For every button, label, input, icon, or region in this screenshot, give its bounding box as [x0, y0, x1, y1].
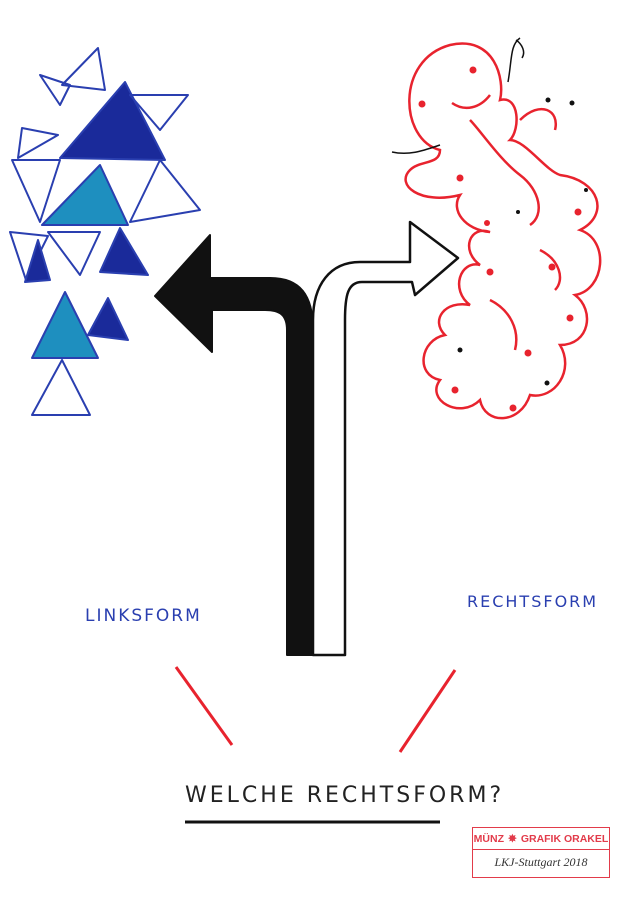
triangle-cluster — [9, 47, 201, 416]
blob-black-dots — [457, 97, 588, 386]
blob-dots — [418, 66, 582, 412]
stamp-brand-right: GRAFIK ORAKEL — [520, 832, 609, 845]
stamp: MÜNZ ✸ GRAFIK ORAKEL LKJ-Stuttgart 2018 — [472, 827, 610, 878]
left-label: LINKSFORM — [85, 606, 202, 626]
right-label: RECHTSFORM — [467, 592, 599, 611]
left-arrow — [154, 234, 314, 656]
smile — [451, 94, 491, 110]
stamp-brand-left: MÜNZ — [473, 832, 504, 845]
blob-creature — [404, 42, 602, 420]
right-pointer-line — [398, 669, 457, 753]
right-arrow — [311, 220, 460, 657]
left-pointer-line — [174, 666, 234, 746]
arm-icon — [391, 37, 525, 155]
stamp-signature: LKJ-Stuttgart 2018 — [494, 855, 588, 869]
question-title: WELCHE RECHTSFORM? — [185, 783, 505, 808]
star-icon: ✸ — [508, 832, 517, 845]
